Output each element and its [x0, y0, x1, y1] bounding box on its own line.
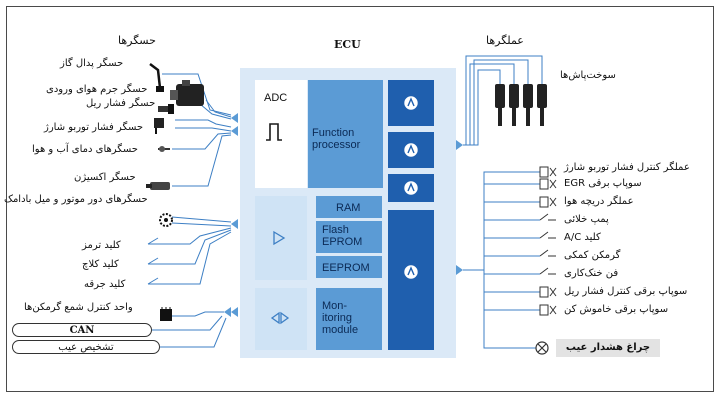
actuator-label-injectors: سوخت‌پاش‌ها — [560, 70, 616, 81]
clutch-switch-icon — [147, 257, 159, 265]
actuators-title: عملگرها — [486, 34, 524, 47]
function-processor-line-1: Function — [312, 127, 355, 139]
sensor-label-rail-pressure: حسگر فشار ریل — [86, 98, 156, 109]
adc-label: ADC — [264, 92, 288, 104]
function-processor-block — [308, 80, 383, 188]
sensor-label-glow-control: واحد کنترل شمع گرمکن‌ها — [24, 302, 133, 313]
brake-switch-icon — [147, 237, 159, 245]
warning-lamp-icon — [535, 341, 549, 355]
temperature-sensor-icon — [158, 146, 170, 152]
injector-icon-3 — [523, 84, 533, 126]
monitoring-line-3: module — [322, 324, 359, 336]
actuator-label-vacuum-pump: پمپ خلائی — [564, 214, 609, 225]
actuator-symbols — [539, 166, 557, 316]
actuator-label-shutoff-valve: سوپاپ برقی خاموش کن — [564, 304, 669, 315]
eeprom-label: EEPROM — [322, 262, 370, 274]
monitoring-module-block — [316, 288, 382, 350]
monitoring-line-1: Mon- — [322, 300, 348, 312]
warning-lamp-label: چراغ هشدار عیب — [556, 339, 660, 357]
actuator-label-rail-pressure-valve: سوپاپ برقی کنترل فشار ریل — [564, 286, 688, 297]
sensor-label-engine-speed: حسگرهای دور موتور و میل بادامک — [4, 194, 148, 205]
sensor-label-oxygen: حسگر اکسیژن — [74, 172, 136, 183]
triangle-icon — [273, 230, 286, 246]
pedal-sensor-icon — [149, 63, 164, 92]
flash-eprom-line-1: Flash — [322, 224, 349, 236]
input-arrows — [224, 113, 238, 317]
actuator-label-egr-valve: سوپاپ برقی EGR — [564, 178, 642, 189]
flash-eprom-block — [316, 221, 382, 253]
sensor-label-turbo-pressure: حسگر فشار توربو شارژ — [44, 122, 144, 133]
monitoring-module-label: Mon- itoring module — [322, 300, 358, 336]
injector-icon-4 — [537, 84, 547, 126]
memory-compartment — [255, 196, 307, 280]
function-processor-line-2: processor — [312, 139, 361, 151]
ecu-title: ECU — [334, 38, 361, 51]
driver-symbol-4 — [404, 265, 418, 279]
actuator-label-aux-heater: گرمکن کمکی — [564, 250, 621, 261]
flash-eprom-line-2: EPROM — [322, 236, 363, 248]
pulse-icon — [266, 123, 282, 141]
sensor-label-air-mass: حسگر جرم هوای ورودی — [46, 84, 148, 95]
adc-compartment — [255, 80, 307, 188]
actuator-wiring — [463, 55, 543, 349]
output-arrows — [456, 140, 463, 275]
speed-sensor-icon — [159, 213, 173, 227]
can-bus-label: CAN — [12, 323, 152, 337]
injector-icon-1 — [495, 84, 505, 126]
diagnosis-label: تشخیص عیب — [12, 340, 160, 354]
sensor-label-clutch-switch: کلید کلاچ — [82, 259, 119, 270]
sensor-label-accelerator-pedal: حسگر پدال گاز — [60, 58, 124, 69]
turbo-pressure-sensor-icon — [154, 118, 164, 134]
sensor-label-temperature: حسگرهای دمای آب و هوا — [32, 144, 138, 155]
eeprom-block — [316, 256, 382, 278]
air-mass-sensor-icon — [170, 80, 204, 106]
monitoring-line-2: itoring — [322, 312, 352, 324]
flash-eprom-label: Flash EPROM — [322, 224, 362, 248]
actuator-label-turbo-control: عملگر کنترل فشار توربو شارژ — [564, 162, 690, 173]
injector-icon-2 — [509, 84, 519, 126]
driver-symbol-2 — [404, 143, 418, 157]
actuator-label-ac-switch: کلید A/C — [564, 232, 601, 243]
sensor-label-brake-switch: کلید ترمز — [82, 240, 121, 251]
ram-block — [316, 196, 382, 218]
sensor-label-ignition-switch: کلید جرقه — [84, 279, 126, 290]
actuator-label-throttle: عملگر دریچه هوا — [564, 196, 634, 207]
driver-symbol-1 — [404, 96, 418, 110]
driver-symbol-3 — [404, 181, 418, 195]
sensor-wiring — [148, 73, 232, 348]
ignition-switch-icon — [147, 277, 159, 285]
double-triangle-icon — [270, 311, 290, 325]
driver-block-4 — [388, 210, 434, 350]
sensors-title: حسگرها — [118, 34, 156, 47]
function-processor-label: Function processor — [312, 127, 360, 151]
oxygen-sensor-icon — [146, 182, 170, 190]
ram-label: RAM — [336, 202, 361, 214]
glow-control-unit-icon — [160, 307, 172, 321]
rail-pressure-sensor-icon — [158, 104, 174, 114]
actuator-label-cooling-fan: فن خنک‌کاری — [564, 268, 619, 279]
